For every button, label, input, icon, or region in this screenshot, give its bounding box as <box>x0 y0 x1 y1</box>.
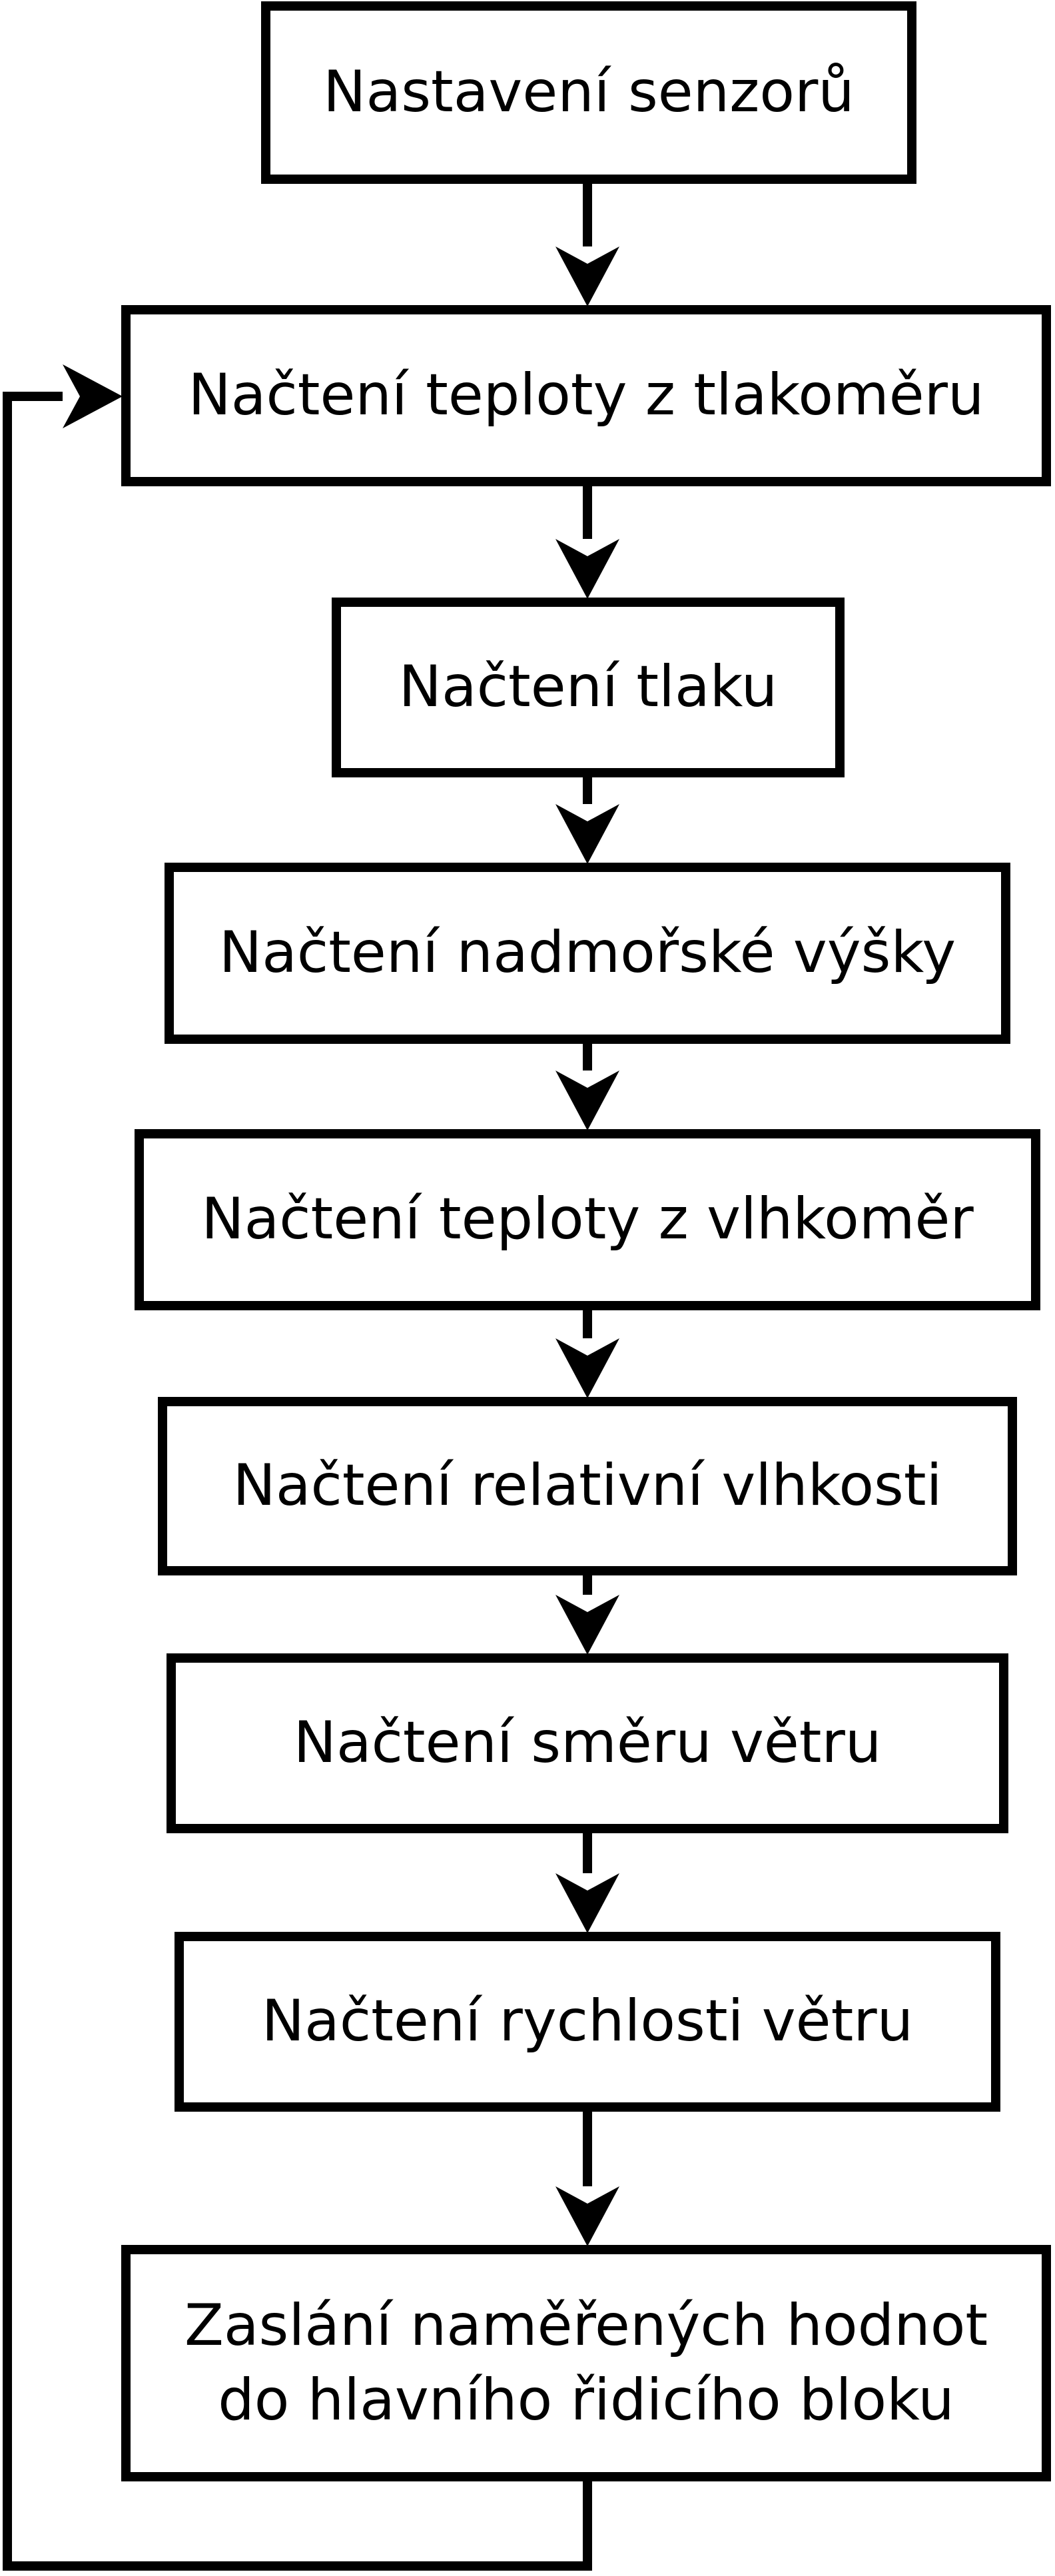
flow-step-label: Načtení relativní vlhkosti <box>232 1452 942 1519</box>
flow-step-zaslani-namerenych-hodnot: Zaslání naměřených hodnot do hlavního ři… <box>121 2245 1051 2481</box>
arrow-down-icon <box>555 1872 619 1933</box>
arrow-shaft-2-3 <box>583 485 592 539</box>
arrow-down-icon <box>555 538 619 599</box>
arrow-shaft-4-5 <box>583 1043 592 1071</box>
arrow-down-icon <box>555 1593 619 1655</box>
flow-step-nacteni-nadmorske-vysky: Načtení nadmořské výšky <box>165 863 1010 1044</box>
flow-step-label: Načtení rychlosti větru <box>261 1988 914 2055</box>
flow-step-nacteni-tlaku: Načtení tlaku <box>332 598 845 777</box>
flow-step-label: Zaslání naměřených hodnot do hlavního ři… <box>184 2292 988 2433</box>
arrow-shaft-6-7 <box>583 1574 592 1595</box>
flow-step-label: Načtení teploty z vlhkoměr <box>201 1186 974 1253</box>
flow-step-label: Načtení tlaku <box>398 653 778 721</box>
loop-segment-into-step-2 <box>12 392 63 401</box>
arrow-down-icon <box>555 1069 619 1130</box>
flow-step-label: Načtení směru větru <box>293 1709 882 1777</box>
arrow-shaft-1-2 <box>583 183 592 246</box>
arrow-down-icon <box>555 2185 619 2246</box>
loop-segment-left <box>3 392 12 2571</box>
flow-step-nacteni-teploty-z-vlhkomeru: Načtení teploty z vlhkoměr <box>135 1129 1040 1310</box>
arrow-right-icon <box>61 364 123 428</box>
flow-step-nacteni-relativni-vlhkosti: Načtení relativní vlhkosti <box>158 1397 1017 1575</box>
arrow-down-icon <box>555 1337 619 1398</box>
arrow-shaft-7-8 <box>583 1832 592 1873</box>
flow-step-nastaveni-senzoru: Nastavení senzorů <box>261 1 916 184</box>
arrow-shaft-5-6 <box>583 1309 592 1338</box>
arrow-shaft-3-4 <box>583 776 592 804</box>
arrow-down-icon <box>555 245 619 306</box>
arrow-shaft-8-9 <box>583 2110 592 2186</box>
loop-segment-bottom <box>3 2561 592 2571</box>
flow-step-label: Načtení nadmořské výšky <box>218 919 956 987</box>
flow-step-nacteni-rychlosti-vetru: Načtení rychlosti větru <box>175 1932 1000 2112</box>
flow-step-label: Nastavení senzorů <box>323 59 855 126</box>
flow-step-nacteni-smeru-vetru: Načtení směru větru <box>167 1653 1008 1833</box>
arrow-down-icon <box>555 803 619 864</box>
loop-segment-down-from-last-step <box>583 2480 592 2569</box>
flow-step-label: Načtení teploty z tlakoměru <box>188 362 984 429</box>
flow-step-nacteni-teploty-z-tlakomeru: Načtení teploty z tlakoměru <box>121 305 1051 486</box>
